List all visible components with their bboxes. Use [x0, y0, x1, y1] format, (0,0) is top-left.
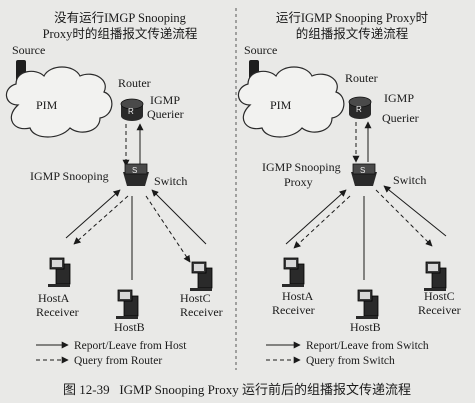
left-report-hosta — [65, 189, 121, 239]
left-report-hostc — [151, 189, 207, 245]
left-title-line1: 没有运行IMGP Snooping — [54, 10, 187, 25]
right-hostc-role: Receiver — [418, 303, 461, 317]
svg-text:S: S — [132, 166, 137, 175]
left-source-label: Source — [12, 43, 45, 57]
left-title-line2: Proxy时的组播报文传递流程 — [43, 26, 198, 41]
left-legend-query: Query from Router — [74, 355, 162, 367]
left-pim-cloud — [5, 66, 113, 138]
right-router-icon: R — [348, 96, 372, 119]
right-legend-report: Report/Leave from Switch — [306, 340, 429, 352]
right-legend-query: Query from Switch — [306, 355, 395, 367]
right-report-hosta — [285, 189, 347, 245]
right-panel: 运行IGMP Snooping Proxy时 的组播报文传递流程 Source … — [237, 11, 461, 367]
left-legend-report: Report/Leave from Host — [74, 340, 187, 352]
left-switch-icon: S — [123, 163, 149, 186]
right-query-to-hosta — [293, 195, 351, 249]
right-router-role-line1: IGMP — [384, 91, 414, 105]
left-hostb-pc-icon — [115, 289, 139, 320]
left-router-icon: R — [120, 98, 144, 121]
svg-text:S: S — [360, 166, 365, 175]
right-hostb-pc-icon — [355, 289, 379, 320]
left-hostb-label: HostB — [114, 320, 145, 334]
left-query-to-hosta — [73, 195, 129, 245]
right-router-role-line2: Querier — [382, 111, 419, 125]
svg-text:R: R — [128, 107, 134, 116]
figure-caption: 图 12-39 IGMP Snooping Proxy 运行前后的组播报文传递流… — [63, 382, 411, 397]
right-switch-icon: S — [351, 163, 377, 186]
right-router-label: Router — [345, 71, 378, 85]
right-hosta-label: HostA — [282, 289, 314, 303]
left-hosta-label: HostA — [38, 291, 70, 305]
left-panel: 没有运行IMGP Snooping Proxy时的组播报文传递流程 Source… — [5, 10, 223, 367]
right-hostc-pc-icon — [423, 261, 447, 292]
left-query-to-hostc — [145, 195, 191, 263]
left-hostc-role: Receiver — [180, 305, 223, 319]
right-proxy-label: Proxy — [284, 175, 313, 189]
left-hosta-role: Receiver — [36, 305, 79, 319]
right-report-hostc — [383, 185, 447, 237]
right-pim-label: PIM — [270, 98, 292, 112]
left-switch-label: Switch — [154, 174, 187, 188]
right-switch-label: Switch — [393, 173, 426, 187]
left-hostc-label: HostC — [180, 291, 211, 305]
left-hostc-pc-icon — [189, 261, 213, 292]
left-snooping-label: IGMP Snooping — [30, 169, 109, 183]
right-snooping-label: IGMP Snooping — [262, 160, 341, 174]
left-router-role-line2: Querier — [147, 107, 184, 121]
right-title-line2: 的组播报文传递流程 — [296, 26, 409, 41]
left-router-role-line1: IGMP — [150, 93, 180, 107]
right-hosta-role: Receiver — [272, 303, 315, 317]
right-title-line1: 运行IGMP Snooping Proxy时 — [276, 11, 429, 25]
right-hosta-pc-icon — [281, 257, 305, 288]
left-pim-label: PIM — [36, 98, 58, 112]
left-router-label: Router — [118, 76, 151, 90]
right-source-label: Source — [244, 43, 277, 57]
right-hostb-label: HostB — [350, 320, 381, 334]
right-hostc-label: HostC — [424, 289, 455, 303]
right-query-to-hostc — [375, 189, 433, 247]
right-pim-cloud — [237, 66, 345, 138]
left-hosta-pc-icon — [47, 257, 71, 288]
svg-text:R: R — [356, 105, 362, 114]
